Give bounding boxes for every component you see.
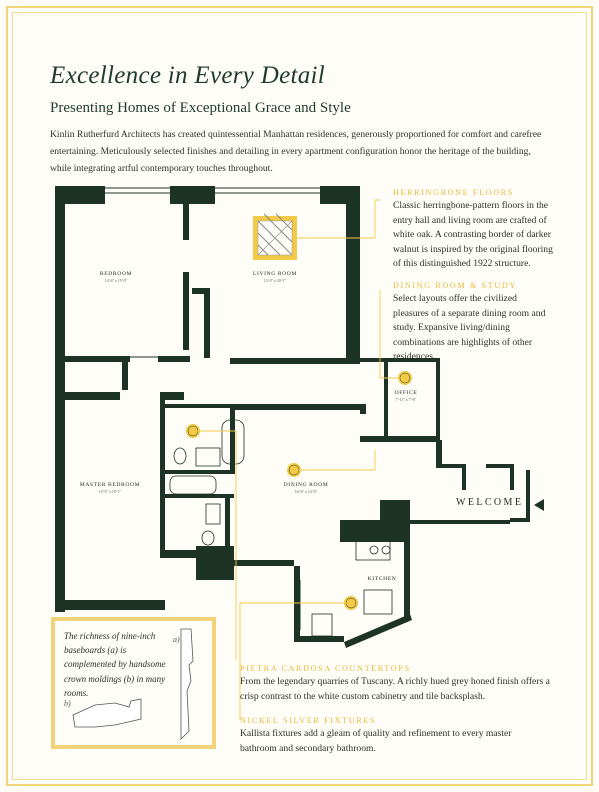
feature-title-herringbone: Herringbone Floors [393, 188, 514, 197]
room-dims-living: 13'-0" x 20'-1" [263, 279, 287, 283]
moldings-text: The richness of nine-inch baseboards (a)… [64, 631, 166, 698]
room-dims-office: 7'-11" x 7'-6" [395, 398, 417, 402]
feature-title-dining-study: Dining Room & Study [393, 281, 517, 290]
room-label-office: OFFICE [394, 390, 418, 396]
page-subtitle: Presenting Homes of Exceptional Grace an… [50, 100, 351, 116]
entry-arrow-icon [534, 499, 544, 511]
room-label-dining: DINING ROOM [283, 482, 329, 488]
outer-border [6, 6, 593, 786]
inner-border [12, 12, 587, 780]
feature-body-countertops: From the legendary quarries of Tuscany. … [240, 676, 550, 702]
page-title: Excellence in Every Detail [50, 62, 326, 89]
welcome-label: WELCOME [456, 497, 524, 508]
molding-label-b: b) [64, 699, 71, 708]
moldings-inset: The richness of nine-inch baseboards (a)… [51, 617, 216, 749]
room-label-living: LIVING ROOM [252, 271, 298, 277]
room-label-bedroom: BEDROOM [99, 271, 133, 277]
room-label-kitchen: KITCHEN [367, 576, 397, 582]
molding-profiles [72, 628, 194, 740]
room-label-master-bedroom: MASTER BEDROOM [79, 482, 141, 488]
room-dims-dining: 16'-6" x 14'-0" [294, 490, 318, 494]
feature-title-fixtures: Nickel Silver Fixtures [240, 716, 377, 725]
feature-title-countertops: Pietra Cardosa Countertops [240, 664, 411, 673]
feature-body-fixtures: Kallista fixtures add a gleam of quality… [240, 728, 512, 754]
room-dims-bedroom: 14'-6" x 15'-0" [104, 279, 128, 283]
herringbone-sample [253, 213, 297, 260]
intro-paragraph: Kinlin Rutherfurd Architects has created… [50, 129, 542, 174]
feature-body-herringbone: Classic herringbone-pattern floors in th… [393, 200, 553, 270]
floor-plan-walls [55, 186, 530, 648]
floor-plan-fixtures [169, 419, 393, 637]
feature-body-dining-study: Select layouts offer the civilized pleas… [393, 293, 546, 363]
molding-label-a: a) [173, 635, 180, 644]
floor-plan-windows [105, 187, 320, 630]
leader-lines [193, 199, 405, 720]
room-dims-master-bedroom: 10'-0" x 18'-1" [98, 490, 122, 494]
